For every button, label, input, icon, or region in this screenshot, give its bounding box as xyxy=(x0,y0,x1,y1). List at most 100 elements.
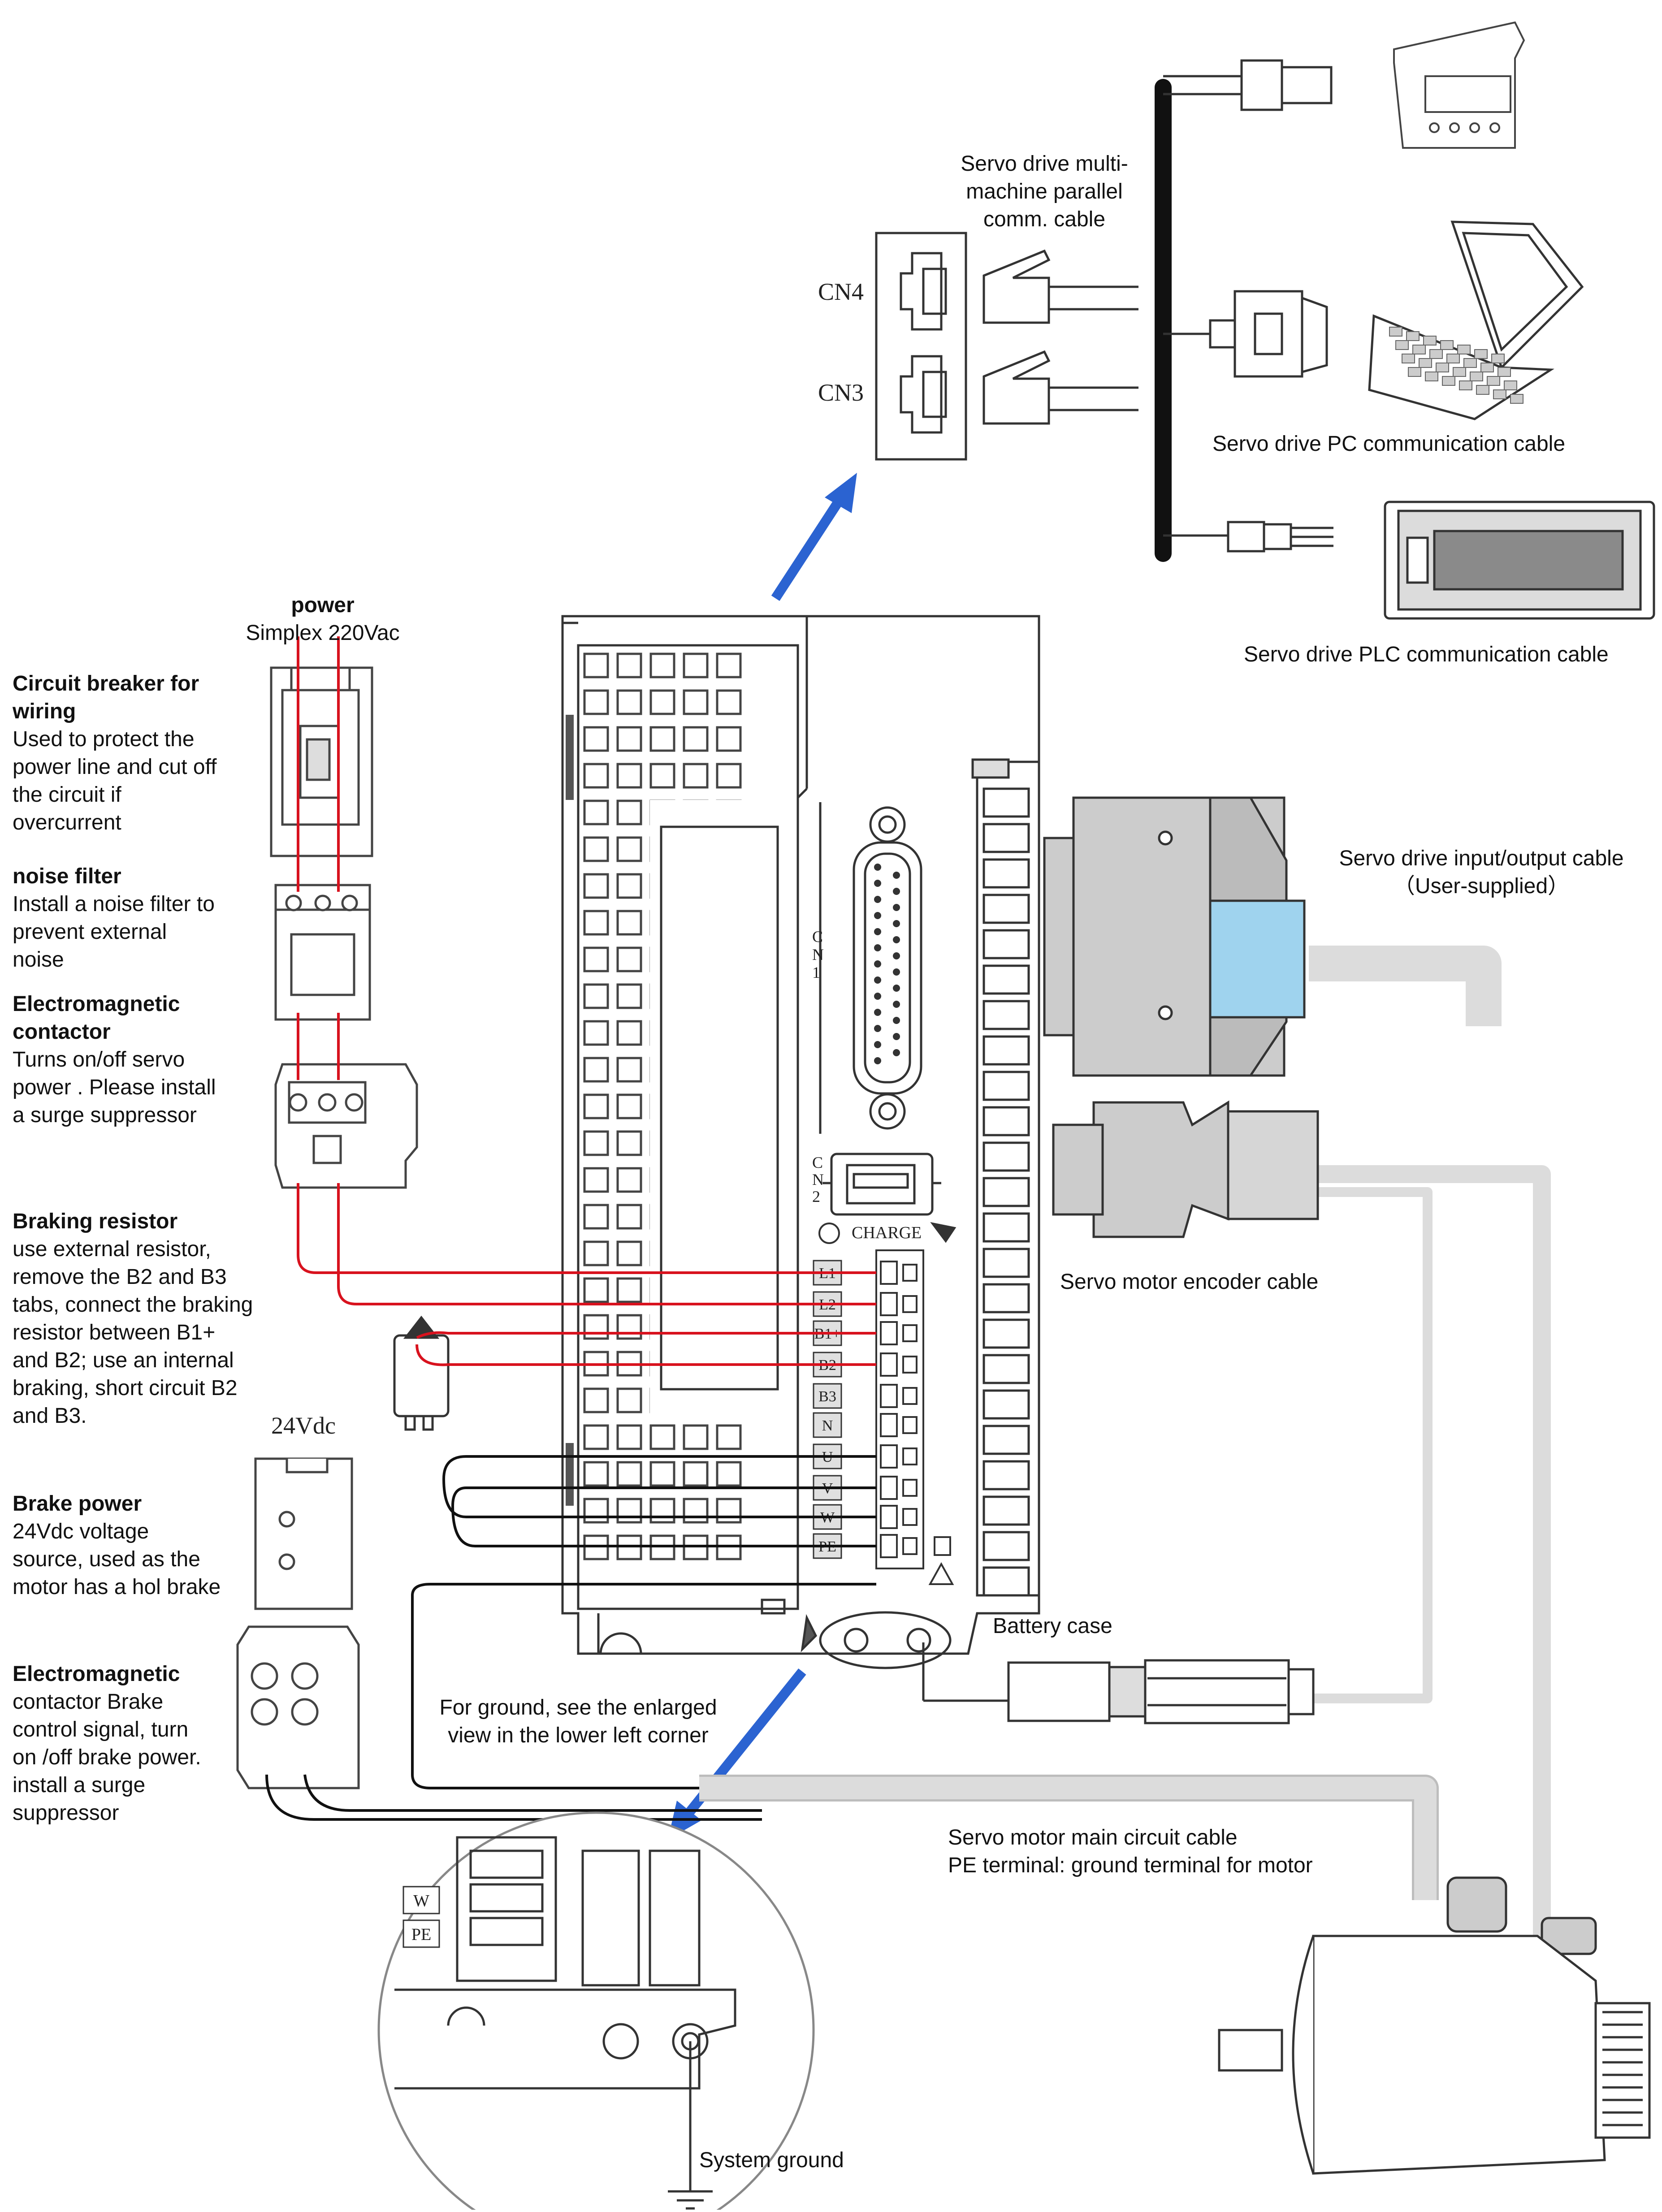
battery-case-label: Battery case xyxy=(993,1614,1112,1638)
terminal-screw xyxy=(902,1324,918,1342)
power-subtitle: Simplex 220Vac xyxy=(246,621,400,645)
contactor-desc: Turns on/off servo power . Please instal… xyxy=(13,1048,216,1127)
cn1-pin xyxy=(893,888,900,895)
heatsink-fin xyxy=(982,1035,1030,1066)
contactor-label: Electromagnetic contactor Turns on/off s… xyxy=(13,990,223,1129)
charge-indicator xyxy=(818,1222,957,1244)
cn1-pin xyxy=(893,968,900,976)
terminal-tag xyxy=(813,1412,842,1438)
terminal-screw xyxy=(902,1479,918,1497)
io-cable-title: Servo drive input/output cable xyxy=(1339,847,1624,870)
cn1-pin xyxy=(893,952,900,959)
terminal-slot xyxy=(880,1352,898,1377)
main-cable-title: Servo motor main circuit cable xyxy=(948,1826,1238,1849)
terminal-screw xyxy=(902,1264,918,1282)
laptop-key xyxy=(1395,340,1409,350)
terminal-screw xyxy=(902,1447,918,1465)
cn1-pin xyxy=(874,976,881,984)
circuit-breaker xyxy=(270,666,373,857)
cn2-label: CN2 xyxy=(812,1154,824,1205)
heatsink-fin xyxy=(982,1389,1030,1420)
heatsink-fin xyxy=(982,894,1030,924)
battery-slot xyxy=(801,1611,952,1669)
terminal-slot xyxy=(880,1292,898,1316)
laptop-key xyxy=(1470,372,1483,381)
cn1-label: CN1 xyxy=(812,928,824,981)
power-wires xyxy=(297,636,876,1366)
laptop-key xyxy=(1453,367,1466,377)
main-cable-label: Servo motor main circuit cable PE termin… xyxy=(948,1824,1333,1879)
resistor-label: Braking resistor use external resistor, … xyxy=(13,1208,255,1430)
cn2-connector xyxy=(822,1153,941,1216)
brake-power-title: Brake power xyxy=(13,1492,142,1516)
heatsink-fin xyxy=(982,1425,1030,1455)
brake-contactor-title: Electromagnetic xyxy=(13,1662,180,1686)
heatsink-fin xyxy=(982,1106,1030,1136)
heatsink-fin xyxy=(982,1248,1030,1278)
brake-contactor-desc: contactor Brake control signal, turn on … xyxy=(13,1690,201,1825)
heatsink-fin xyxy=(982,1354,1030,1384)
multi-machine-cable-label: Servo drive multi-machine parallel comm.… xyxy=(961,152,1128,231)
laptop-key xyxy=(1446,354,1460,363)
laptop-key xyxy=(1504,380,1517,390)
cn4-label: CN4 xyxy=(818,278,864,305)
brake-contactor xyxy=(236,1625,360,1789)
cn1-pin xyxy=(874,880,881,887)
servo-motor xyxy=(1218,1876,1651,2175)
cn1-pin xyxy=(893,872,900,879)
brake-power-desc: 24Vdc voltage source, used as the motor … xyxy=(13,1520,221,1599)
filter-desc: Install a noise filter to prevent extern… xyxy=(13,892,215,972)
laptop-key xyxy=(1487,376,1500,386)
zoom-terminal-label: PE xyxy=(411,1925,431,1944)
ground-note-label: For ground, see the enlarged view in the… xyxy=(439,1696,717,1747)
terminal-slot xyxy=(880,1321,898,1345)
heatsink-fin xyxy=(982,1460,1030,1491)
io-connector xyxy=(1043,796,1306,1077)
comm-plugs xyxy=(1163,59,1333,553)
laptop-key xyxy=(1476,385,1489,395)
filter-title: noise filter xyxy=(13,864,121,888)
cn3-cn4-port-panel xyxy=(875,232,967,461)
cn1-pin xyxy=(874,1057,881,1064)
zoom-terminal-label: W xyxy=(413,1892,429,1910)
cn1-pin xyxy=(874,960,881,968)
terminal-slot xyxy=(880,1476,898,1500)
encoder-connector xyxy=(1052,1100,1319,1238)
laptop-key xyxy=(1491,354,1505,363)
terminal-screw xyxy=(902,1356,918,1374)
cn1-pin xyxy=(893,920,900,927)
charge-label: CHARGE xyxy=(852,1223,922,1242)
heatsink-fin xyxy=(982,1000,1030,1030)
cn1-pin xyxy=(874,1025,881,1032)
laptop-key xyxy=(1498,367,1511,377)
cn1-pin xyxy=(893,1033,900,1040)
heatsink-fin xyxy=(982,1566,1030,1597)
io-cable-label: Servo drive input/output cable （User-sup… xyxy=(1320,845,1643,900)
cn1-pin xyxy=(874,928,881,935)
cn1-connector xyxy=(819,802,922,1134)
cn1-pin xyxy=(874,1041,881,1048)
laptop-key xyxy=(1480,363,1494,372)
terminal-screw xyxy=(902,1387,918,1405)
laptop-key xyxy=(1429,349,1443,359)
pe-note: PE terminal: ground terminal for motor xyxy=(948,1853,1313,1877)
laptop-key xyxy=(1436,363,1449,372)
breaker-desc: Used to protect the power line and cut o… xyxy=(13,727,217,834)
heatsink-fin xyxy=(982,823,1030,853)
encoder-cable-label: Servo motor encoder cable xyxy=(1060,1270,1319,1294)
terminal-slot xyxy=(880,1444,898,1469)
heatsink-fin xyxy=(982,1071,1030,1101)
resistor-title: Braking resistor xyxy=(13,1210,178,1233)
terminal-slot xyxy=(880,1413,898,1437)
terminal-label: N xyxy=(822,1417,833,1434)
pc-cable-label: Servo drive PC communication cable xyxy=(1212,432,1566,456)
laptop-key xyxy=(1459,380,1472,390)
servo-drive xyxy=(561,615,1040,1655)
heatsink-fin xyxy=(982,858,1030,889)
terminal-slot xyxy=(880,1384,898,1408)
laptop-key xyxy=(1412,345,1426,354)
io-cable-note: （User-supplied） xyxy=(1393,874,1570,898)
cn1-pin xyxy=(874,1009,881,1016)
cn1-pin xyxy=(893,936,900,943)
